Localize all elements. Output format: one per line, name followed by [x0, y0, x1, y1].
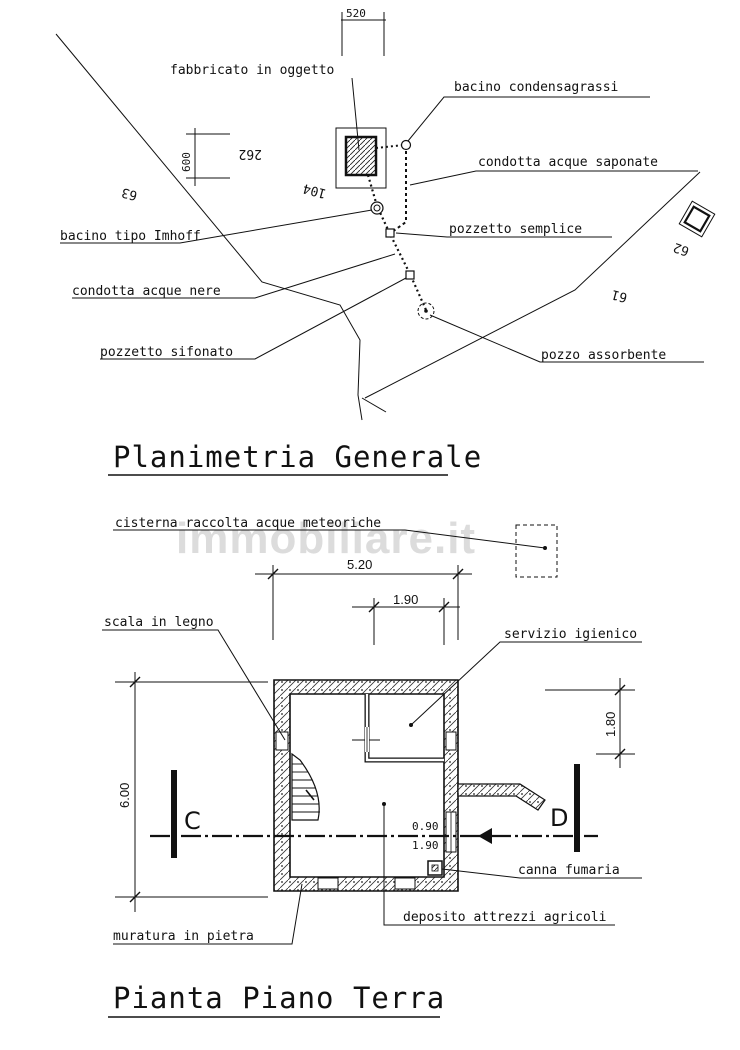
- leader-line: [441, 868, 642, 879]
- building: [344, 135, 378, 177]
- site-plan: 520 600 262 104 63 62 61: [55, 7, 716, 476]
- dimension-tick: [368, 601, 380, 613]
- leader-line: [429, 314, 704, 363]
- dimension-tick: [438, 601, 450, 613]
- shed-outline: [678, 200, 716, 238]
- stair-arrow: [305, 789, 315, 801]
- watermark: immobiliare.it: [176, 514, 476, 563]
- window: [445, 731, 457, 751]
- stone-wall: [273, 679, 459, 892]
- label-sifonato: pozzetto sifonato: [100, 345, 233, 360]
- section-marker-c: [171, 770, 177, 858]
- boundary-line: [55, 33, 363, 421]
- section-arrow: [478, 828, 492, 844]
- building-ref-label: 104: [301, 180, 328, 201]
- stair-treads: [292, 763, 320, 813]
- shed: [683, 205, 711, 233]
- bath-partition: [364, 694, 444, 763]
- dimension-bath-depth: 1.80: [603, 712, 618, 737]
- leader-line: [351, 77, 360, 151]
- dimension-tick: [129, 891, 141, 903]
- leader-line: [72, 253, 396, 299]
- label-canna: canna fumaria: [518, 863, 620, 878]
- soakaway-pit-center: [424, 309, 428, 313]
- dimension-bath-width: 1.90: [393, 592, 418, 607]
- building-outline: [335, 127, 387, 189]
- dimension-tick: [267, 568, 279, 580]
- dimension-tick: [129, 676, 141, 688]
- label-muratura: muratura in pietra: [113, 929, 254, 944]
- grease-trap: [400, 139, 412, 151]
- site-plan-title: Planimetria Generale: [113, 440, 482, 474]
- contour-label: 61: [610, 286, 629, 305]
- section-label-d: D: [550, 804, 568, 832]
- window: [275, 731, 289, 751]
- window: [317, 877, 339, 890]
- contour-label: 63: [120, 184, 139, 203]
- label-scala: scala in legno: [104, 615, 214, 630]
- floor-plan: immobiliare.it cisterna raccolta acque m…: [102, 514, 642, 1018]
- boundary-tick: [361, 397, 387, 413]
- bath-partition-inner: [365, 694, 444, 762]
- pipe-grey-water: [391, 145, 407, 233]
- label-servizio: servizio igienico: [504, 627, 637, 642]
- dimension-tick: [614, 684, 626, 696]
- dimension-overall-width: 5.20: [347, 557, 372, 572]
- dimension-door-lower: 1.90: [412, 839, 439, 852]
- dimension-depth-label: 600: [180, 152, 193, 172]
- leader-line: [409, 170, 698, 186]
- elevation-label: 262: [239, 146, 262, 161]
- label-imhoff: bacino tipo Imhoff: [60, 229, 201, 244]
- label-condensagrassi: bacino condensagrassi: [454, 80, 618, 95]
- imhoff-tank-inner: [373, 204, 381, 212]
- leader-line: [113, 529, 546, 549]
- floor-plan-title: Pianta Piano Terra: [113, 981, 445, 1015]
- label-fabbricato: fabbricato in oggetto: [170, 63, 334, 78]
- leader-dot: [382, 802, 386, 806]
- imhoff-tank: [370, 201, 384, 215]
- wooden-staircase: [291, 752, 320, 821]
- leader-dot: [409, 723, 413, 727]
- siphon-manhole: [405, 270, 415, 280]
- leader-line: [395, 232, 612, 238]
- soakaway-pit: [417, 302, 435, 320]
- label-pozzo-assorbente: pozzo assorbente: [541, 348, 666, 363]
- section-label-c: C: [184, 807, 201, 835]
- cistern: [515, 524, 558, 578]
- chimney-flue-core: [431, 864, 439, 872]
- boundary-line-right: [364, 171, 701, 399]
- dimension-width-label: 520: [346, 7, 366, 20]
- pipe-black-water: [366, 174, 428, 311]
- section-marker-d: [574, 764, 580, 852]
- leader-line: [100, 277, 407, 360]
- pipe-connector: [375, 144, 405, 149]
- leader-line: [410, 641, 642, 726]
- leader-line: [407, 96, 650, 142]
- label-cisterna: cisterna raccolta acque meteoriche: [115, 516, 381, 531]
- label-acque-nere: condotta acque nere: [72, 284, 221, 299]
- dimension-overall-depth: 6.00: [117, 783, 132, 808]
- label-deposito: deposito attrezzi agricoli: [403, 910, 607, 925]
- leader-line: [102, 629, 286, 741]
- label-pozzetto-semplice: pozzetto semplice: [449, 222, 582, 237]
- label-saponate: condotta acque saponate: [478, 155, 658, 170]
- external-ramp: [457, 783, 546, 811]
- dimension-door-upper: 0.90: [412, 820, 439, 833]
- dimension-tick: [614, 748, 626, 760]
- leader-line: [113, 883, 303, 945]
- leader-dot: [543, 546, 547, 550]
- leader-line: [60, 209, 373, 244]
- dimension-tick: [452, 568, 464, 580]
- simple-manhole: [385, 228, 395, 238]
- window: [394, 877, 416, 890]
- contour-label: 62: [672, 239, 692, 258]
- leader-line: [383, 804, 615, 926]
